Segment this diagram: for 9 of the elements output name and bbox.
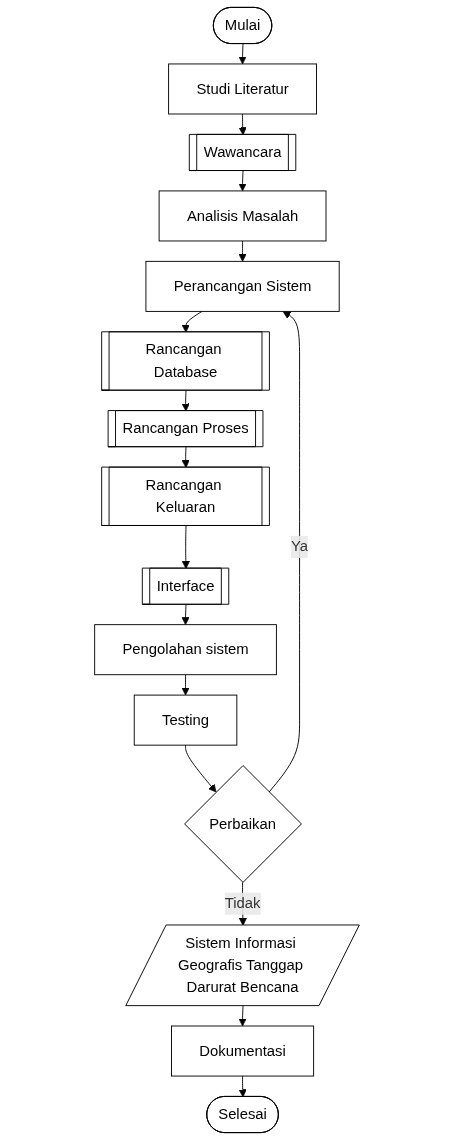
edge-label: Ya — [291, 538, 309, 555]
node-box: Testing — [133, 694, 238, 746]
node-box: Dokumentasi — [171, 1025, 315, 1077]
node-box: Pengolahan sistem — [94, 624, 277, 676]
node-box: Analisis Masalah — [158, 190, 327, 242]
edge-label: Tidak — [224, 895, 261, 912]
node-box: Perancangan Sistem — [145, 260, 340, 312]
node-diamond: Perbaikan — [184, 765, 302, 883]
node-box: Studi Literatur — [168, 63, 317, 115]
